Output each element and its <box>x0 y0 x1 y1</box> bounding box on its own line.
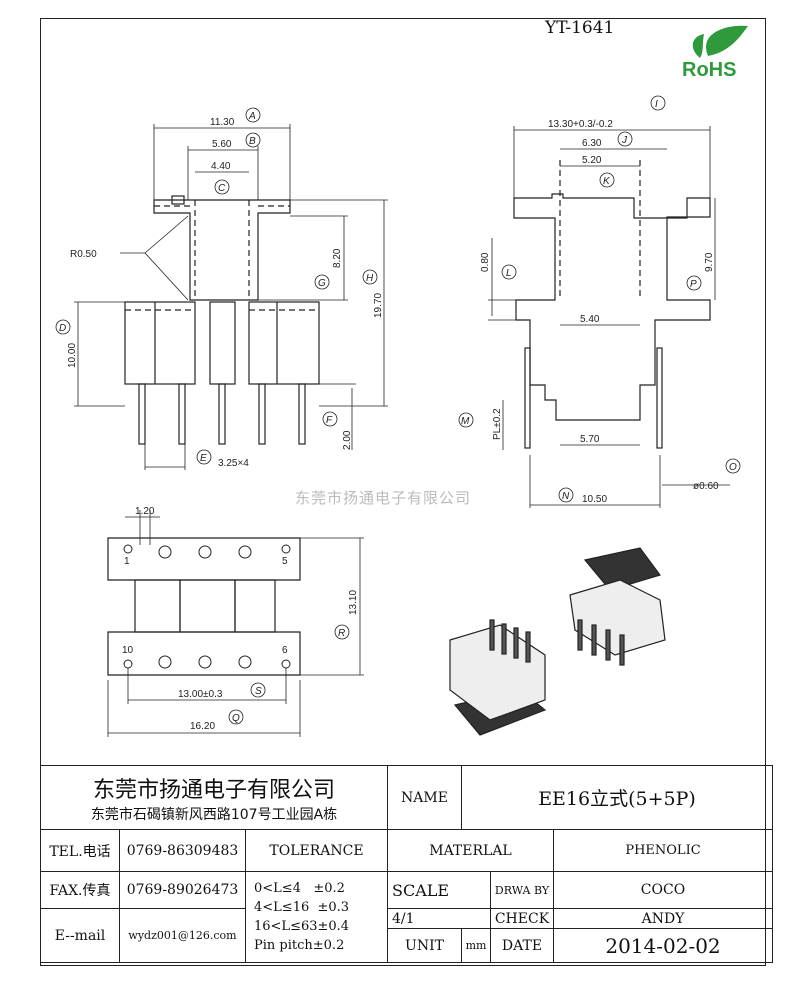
callout-tags: A B C G H D F E <box>55 107 378 465</box>
dim-g: 8.20 <box>332 248 343 268</box>
email-value: wydz001@126.com <box>119 908 246 963</box>
callout-tags: I J K L P M N O <box>458 95 741 503</box>
pin-label: 6 <box>282 645 288 656</box>
svg-text:Q: Q <box>232 713 240 724</box>
date-label: DATE <box>490 928 554 963</box>
svg-text:K: K <box>603 176 611 187</box>
dim-o: ø0.60 <box>693 481 719 492</box>
drawn-value: COCO <box>553 871 773 909</box>
dim-radius: R0.50 <box>70 249 97 260</box>
svg-text:L: L <box>506 268 512 279</box>
svg-text:D: D <box>59 323 66 334</box>
dim-k: 5.20 <box>582 155 602 166</box>
svg-text:E: E <box>200 453 207 464</box>
svg-text:C: C <box>218 183 226 194</box>
name-label: NAME <box>387 765 462 830</box>
dim-s: 13.00±0.3 <box>178 689 223 700</box>
watermark: 东莞市扬通电子有限公司 <box>295 489 472 507</box>
tolerance-row: Pin pitch±0.2 <box>254 938 345 953</box>
name-value: EE16立式(5+5P) <box>461 765 773 830</box>
svg-text:I: I <box>655 99 658 110</box>
technical-drawing: 11.30 5.60 4.40 R0.50 8.20 19.70 10.00 2… <box>55 95 741 737</box>
company-name: 东莞市扬通电子有限公司 <box>92 777 335 803</box>
tolerance-row: 16<L≤63±0.4 <box>254 919 350 934</box>
material-label: MATERLAL <box>387 829 554 872</box>
check-value: ANDY <box>553 908 773 929</box>
dim-bottom: 5.70 <box>580 434 600 445</box>
tel-label: TEL.电话 <box>40 829 120 872</box>
dim-e: 3.25×4 <box>218 458 249 469</box>
svg-text:S: S <box>255 686 262 697</box>
fax-label: FAX.传真 <box>40 871 120 909</box>
dim-p: 9.70 <box>704 252 715 272</box>
dim-i: 13.30+0.3/-0.2 <box>548 119 613 130</box>
svg-text:B: B <box>249 136 256 147</box>
front-view: 11.30 5.60 4.40 R0.50 8.20 19.70 10.00 2… <box>55 107 388 470</box>
tolerance-row: 0<L≤4 ±0.2 <box>254 881 345 896</box>
dim-a: 11.30 <box>210 117 235 128</box>
isometric-views <box>449 547 666 736</box>
scale-label: SCALE <box>387 871 491 909</box>
svg-text:O: O <box>729 462 737 473</box>
tel-value: 0769-86309483 <box>119 829 246 872</box>
svg-text:P: P <box>690 279 697 290</box>
material-value: PHENOLIC <box>553 829 773 872</box>
part-number: YT-1641 <box>545 18 615 38</box>
svg-text:G: G <box>318 278 326 289</box>
svg-text:R: R <box>338 628 345 639</box>
scale-value: 4/1 <box>387 908 491 929</box>
pin-label: 5 <box>282 556 288 567</box>
dim-b: 5.60 <box>212 139 232 150</box>
bottom-view: 1 5 10 6 1.20 13.10 13.00±0.3 16.20 R S … <box>107 506 364 737</box>
dim-r: 13.10 <box>348 590 359 615</box>
dim-h: 19.70 <box>373 293 384 318</box>
dim-f: 2.00 <box>342 430 353 450</box>
svg-text:N: N <box>562 491 570 502</box>
unit-value: mm <box>461 928 491 963</box>
svg-text:J: J <box>621 135 628 146</box>
tolerance-label: TOLERANCE <box>245 829 388 872</box>
side-view: 13.30+0.3/-0.2 6.30 5.20 0.80 9.70 5.40 … <box>458 95 741 508</box>
unit-label: UNIT <box>387 928 462 963</box>
pin-label: 1 <box>124 556 130 567</box>
dim-m: PL±0.2 <box>492 408 503 440</box>
svg-text:A: A <box>248 111 256 122</box>
tolerance-row: 4<L≤16 ±0.3 <box>254 900 350 915</box>
check-label: CHECK <box>490 908 554 929</box>
leaf-icon <box>706 25 748 56</box>
title-block: 东莞市扬通电子有限公司 东莞市石碣镇新风西路107号工业园A栋 NAME EE1… <box>40 765 773 963</box>
company-address: 东莞市石碣镇新风西路107号工业园A栋 <box>90 806 338 823</box>
dim-q: 16.20 <box>190 721 215 732</box>
fax-value: 0769-89026473 <box>119 871 246 909</box>
svg-text:M: M <box>461 416 470 427</box>
svg-text:H: H <box>366 273 374 284</box>
dim-inner: 5.40 <box>580 314 600 325</box>
drawn-label: DRWA BY <box>490 871 554 909</box>
dim-n: 10.50 <box>582 494 607 505</box>
rohs-logo: RoHS <box>682 25 748 78</box>
dim-c: 4.40 <box>211 161 231 172</box>
date-value: 2014-02-02 <box>553 928 773 963</box>
svg-text:F: F <box>326 415 333 426</box>
dim-top: 1.20 <box>135 506 155 517</box>
sheet-frame <box>40 18 766 966</box>
pin-label: 10 <box>122 645 134 656</box>
email-label: E--mail <box>40 908 120 963</box>
svg-text:RoHS: RoHS <box>682 59 736 78</box>
dim-d: 10.00 <box>67 343 78 368</box>
dim-l: 0.80 <box>480 252 491 272</box>
dim-j: 6.30 <box>582 138 602 149</box>
